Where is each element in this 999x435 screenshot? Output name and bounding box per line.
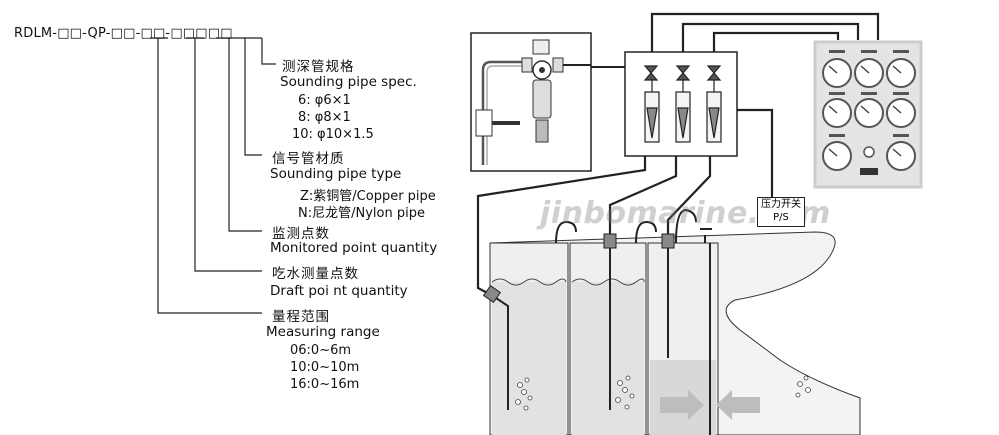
monitored-title-cn: 监测点数 [272,226,330,242]
air-bubbles [515,375,811,411]
pressure-switch-box: 压力开关 P/S [757,197,805,227]
spec-size-8: 8: φ8×1 [298,110,351,125]
spec-title-cn: 测深管规格 [282,59,355,75]
range-title-cn: 量程范围 [272,309,330,325]
range-title-en: Measuring range [266,324,380,340]
model-code: RDLM-□□-QP-□□-□□-□□□□□ [14,26,233,41]
signal-lines [476,12,880,297]
draft-title-en: Draft poi nt quantity [270,283,408,299]
pressure-switch-label-en: P/S [773,212,789,223]
sounding-pipes [492,208,712,435]
range-option-10: 10:0~10m [290,360,360,375]
flow-arrows [660,390,760,420]
draft-title-cn: 吃水测量点数 [272,266,359,282]
gauge-panel [813,40,923,189]
spec-size-10: 10: φ10×1.5 [292,127,374,142]
pipe-connectors [482,233,675,304]
range-option-06: 06:0~6m [290,343,352,358]
air-filter-regulator [470,32,592,172]
valve-flow-panel [591,51,738,157]
spec-size-6: 6: φ6×1 [298,93,351,108]
signal-title-cn: 信号管材质 [272,151,345,167]
spec-title-en: Sounding pipe spec. [280,74,417,90]
tanks [489,242,719,435]
legend-leader-lines [150,37,276,314]
signal-option-copper: Z:紫铜管/Copper pipe [300,189,436,204]
monitored-title-en: Monitored point quantity [270,240,438,256]
signal-option-nylon: N:尼龙管/Nylon pipe [298,206,425,221]
range-option-16: 16:0~16m [290,377,360,392]
pressure-switch-label-cn: 压力开关 [761,199,801,210]
signal-title-en: Sounding pipe type [270,166,402,182]
